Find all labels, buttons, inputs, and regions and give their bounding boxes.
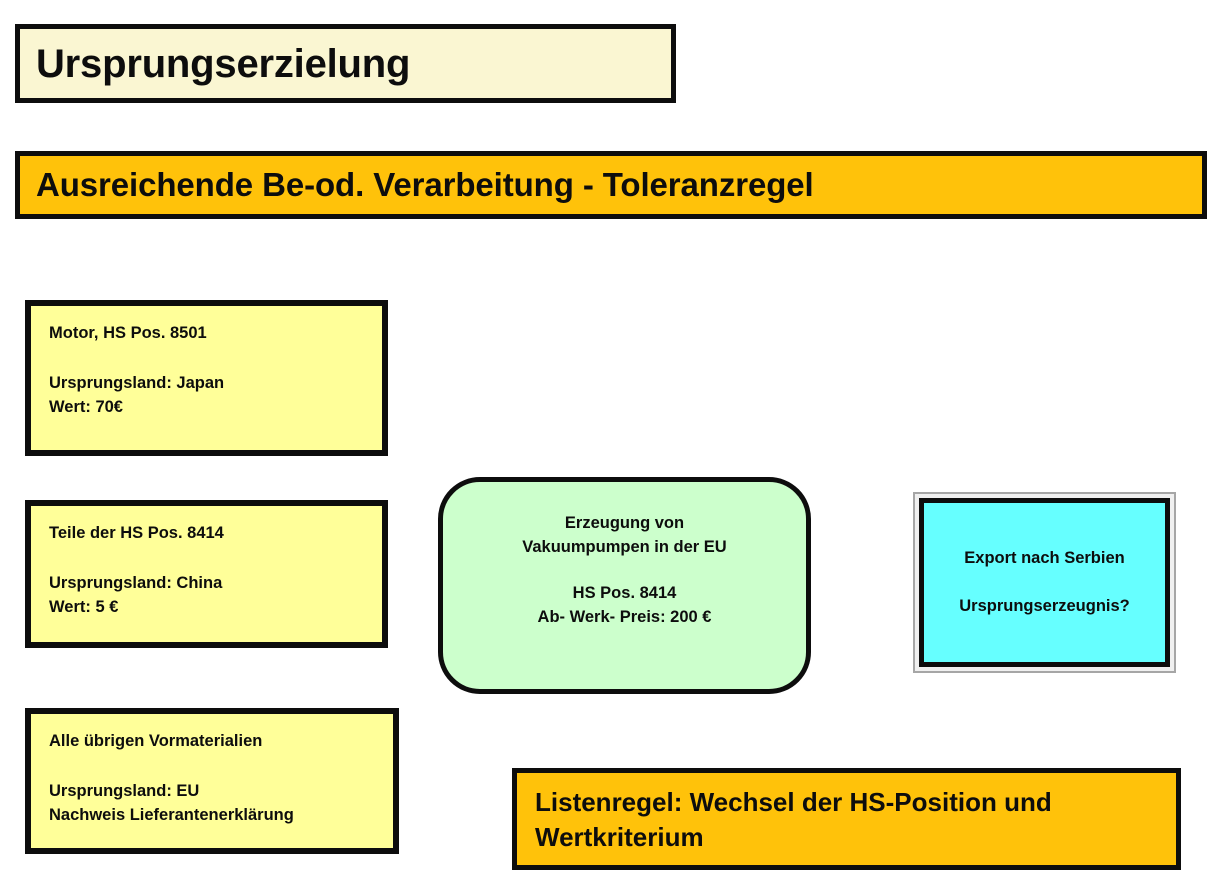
list-rule-line-2: Wertkriterium bbox=[535, 822, 704, 853]
list-rule-line-1: Listenregel: Wechsel der HS-Position und bbox=[535, 787, 1052, 817]
process-line-1: Erzeugung von bbox=[564, 514, 685, 532]
export-question: Ursprungserzeugnis? bbox=[959, 596, 1130, 615]
material-heading: Alle übrigen Vormaterialien bbox=[49, 732, 263, 750]
material-value: Wert: 70€ bbox=[49, 397, 123, 416]
material-value: Nachweis Lieferantenerklärung bbox=[49, 805, 294, 824]
list-rule-card: Listenregel: Wechsel der HS-Position und… bbox=[512, 768, 1181, 870]
process-hs-position: HS Pos. 8414 bbox=[572, 583, 677, 602]
headline-text: Ausreichende Be-od. Verarbeitung - Toler… bbox=[36, 165, 814, 203]
export-destination: Export nach Serbien bbox=[964, 548, 1125, 567]
process-card: Erzeugung von Vakuumpumpen in der EU HS … bbox=[438, 477, 811, 694]
export-card: Export nach Serbien Ursprungserzeugnis? bbox=[919, 498, 1170, 667]
material-value: Wert: 5 € bbox=[49, 597, 119, 616]
process-ex-works-price: Ab- Werk- Preis: 200 € bbox=[537, 607, 712, 626]
material-card-motor: Motor, HS Pos. 8501 Ursprungsland: Japan… bbox=[25, 300, 388, 456]
material-origin: Ursprungsland: EU bbox=[49, 781, 200, 800]
slide-headline-box: Ausreichende Be-od. Verarbeitung - Toler… bbox=[15, 151, 1207, 219]
material-heading: Motor, HS Pos. 8501 bbox=[49, 324, 207, 342]
page-title: Ursprungserzielung bbox=[36, 41, 411, 86]
export-card-frame: Export nach Serbien Ursprungserzeugnis? bbox=[913, 492, 1176, 673]
process-line-2: Vakuumpumpen in der EU bbox=[522, 537, 727, 556]
slide-title-box: Ursprungserzielung bbox=[15, 24, 676, 103]
material-card-uebrige: Alle übrigen Vormaterialien Ursprungslan… bbox=[25, 708, 399, 854]
material-origin: Ursprungsland: China bbox=[49, 573, 223, 592]
material-heading: Teile der HS Pos. 8414 bbox=[49, 524, 224, 542]
material-card-teile: Teile der HS Pos. 8414 Ursprungsland: Ch… bbox=[25, 500, 388, 648]
material-origin: Ursprungsland: Japan bbox=[49, 373, 225, 392]
